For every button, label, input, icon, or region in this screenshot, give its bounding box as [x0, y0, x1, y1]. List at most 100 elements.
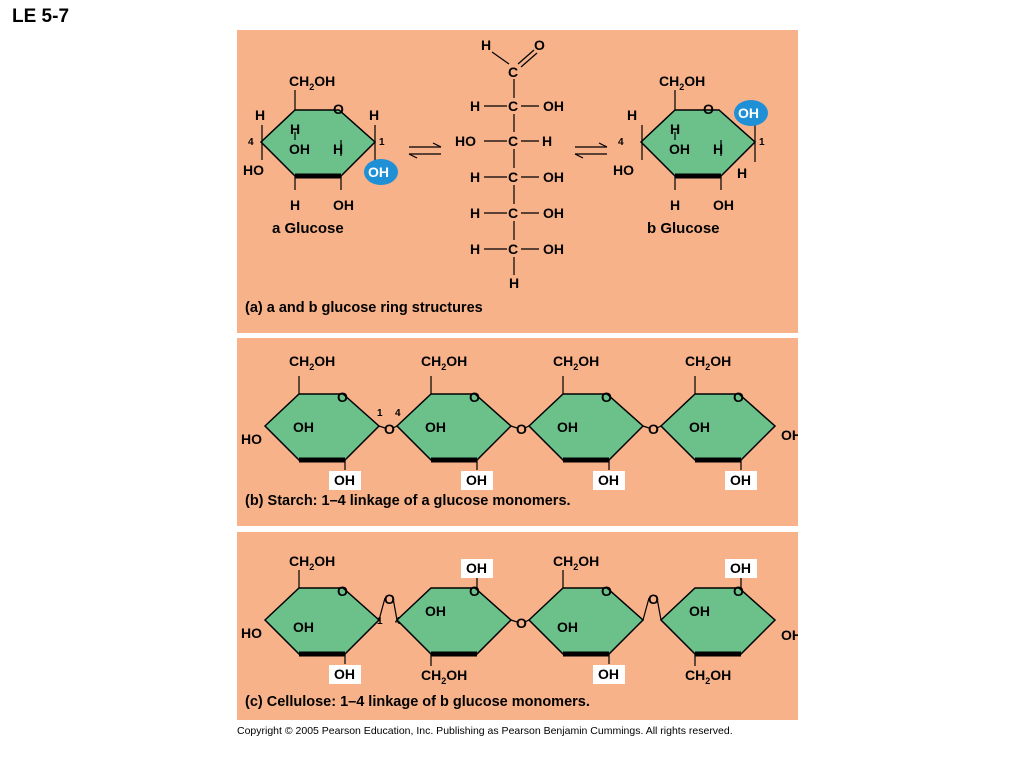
oh-label: OH — [689, 419, 710, 435]
ring-oxygen-label: O — [469, 389, 480, 405]
bridge-oxygen-label: O — [384, 421, 395, 437]
atom-label: C — [508, 169, 518, 185]
atom-label: OH — [333, 197, 354, 213]
oh-label: OH — [293, 419, 314, 435]
atom-label: O — [703, 101, 714, 117]
atom-label: HO — [455, 133, 476, 149]
oh-highlight-box — [593, 471, 625, 490]
oh-label: OH — [466, 472, 487, 488]
atom-label: OH — [684, 73, 705, 89]
atom-label: C — [508, 205, 518, 221]
ho-label: HO — [241, 625, 262, 641]
ch2oh-label: CH2OH — [685, 353, 731, 372]
oh-label: OH — [425, 603, 446, 619]
atom-label: OH — [543, 241, 564, 257]
atom-label: H — [290, 121, 300, 137]
ch2oh-label: CH2OH — [421, 667, 467, 686]
panel-a-caption: (a) a and b glucose ring structures — [245, 300, 483, 316]
panel-c-caption: (c) Cellulose: 1–4 linkage of b glucose … — [245, 694, 590, 710]
oh-highlight-box — [329, 665, 361, 684]
beta-anomeric-oh: OH — [738, 105, 759, 121]
glycosidic-linkage: O14 — [377, 591, 401, 627]
carbon-1-label: 1 — [377, 616, 383, 627]
alpha-glucose-name: a Glucose — [272, 220, 344, 237]
atom-label: 2 — [309, 82, 314, 92]
ch2oh-label: CH2OH — [553, 353, 599, 372]
atom-label: H — [333, 141, 343, 157]
oh-label: OH — [730, 472, 751, 488]
ch2oh-label: CH2OH — [553, 553, 599, 572]
atom-label: HO — [243, 162, 264, 178]
bridge-oxygen-label: O — [648, 421, 659, 437]
glycosidic-linkage: O1 4 — [377, 408, 401, 437]
atom-label: H — [290, 197, 300, 213]
panel-c-cellulose: OCH2OHOHOHHOO14OOHCH2OHOHOOCH2OHOHOHOOOH… — [237, 532, 798, 720]
oh-label: OH — [425, 419, 446, 435]
carbon-1-label: 1 — [379, 137, 385, 148]
linear-glucose-molecule: H O C H C OH HO C H H C OH H — [455, 37, 564, 291]
oh-highlight-box — [725, 559, 757, 578]
ring-oxygen-label: O — [733, 389, 744, 405]
atom-label: OH — [314, 73, 335, 89]
glucose-ring — [659, 587, 777, 655]
glycosidic-linkage: O — [510, 421, 530, 437]
glycosidic-linkage: O — [510, 615, 530, 631]
atom-label: H — [713, 141, 723, 157]
beta-oh-highlight — [734, 100, 768, 126]
glucose-monomer-2: O CH2OH OH OH — [395, 353, 513, 490]
beta-glucose-name: b Glucose — [647, 220, 720, 237]
bridge-oxygen-label: O — [648, 591, 659, 607]
oh-label: OH — [689, 603, 710, 619]
panel-b-caption: (b) Starch: 1–4 linkage of a glucose mon… — [245, 493, 571, 509]
atom-label: H — [470, 169, 480, 185]
atom-label: OH — [713, 197, 734, 213]
atom-label: H — [542, 133, 552, 149]
atom-label: C — [508, 133, 518, 149]
alpha-glucose-ring — [259, 109, 377, 177]
glucose-ring — [263, 587, 381, 655]
atom-label: OH — [543, 205, 564, 221]
oh-highlight-box — [329, 471, 361, 490]
panel-a-glucose-ring-structures: CH2OH O H H H OH H 4 1 HO H OH OH a Gluc… — [237, 30, 798, 333]
oh-highlight-box — [593, 665, 625, 684]
ch2oh-label: CH2OH — [289, 553, 335, 572]
atom-label: C — [508, 98, 518, 114]
ch2oh-label: CH2OH — [685, 667, 731, 686]
ring-oxygen-label: O — [601, 583, 612, 599]
atom-label: H — [627, 107, 637, 123]
ch2oh-label: CH2OH — [289, 73, 335, 92]
glucose-ring — [395, 393, 513, 461]
atom-label: H — [670, 197, 680, 213]
atom-label: OH — [543, 169, 564, 185]
atom-label: H — [509, 275, 519, 291]
ring-oxygen-label: O — [337, 583, 348, 599]
carbon-1-label: 1 — [377, 408, 383, 419]
oh-label: OH — [781, 627, 798, 643]
atom-label: 1 — [759, 137, 765, 148]
atom-label: C — [508, 64, 518, 80]
cellulose-chain-diagram: OCH2OHOHOHHOO14OOHCH2OHOHOOCH2OHOHOHOOOH… — [241, 553, 798, 686]
alpha-oh-highlight — [364, 159, 398, 185]
oh-label: OH — [334, 666, 355, 682]
ring-oxygen-label: O — [469, 583, 480, 599]
panel-a-diagram: CH2OH O H H H OH H 4 1 HO H OH OH a Gluc… — [243, 37, 768, 291]
equilibrium-arrow-left — [408, 142, 442, 159]
atom-label: OH — [289, 141, 310, 157]
carbon-4-label: 4 — [395, 408, 401, 419]
ho-label: HO — [241, 431, 262, 447]
oh-label: OH — [334, 472, 355, 488]
oh-label: OH — [598, 666, 619, 682]
atom-label: H — [481, 37, 491, 53]
bridge-oxygen-label: O — [516, 615, 527, 631]
ch2oh-label: CH2OH — [421, 353, 467, 372]
alpha-anomeric-oh: OH — [368, 164, 389, 180]
ring-oxygen-label: O — [337, 389, 348, 405]
slide-title: LE 5-7 — [12, 6, 70, 27]
glycosidic-linkage: O — [642, 421, 662, 437]
glucose-ring — [395, 587, 513, 655]
atom-label: H — [369, 107, 379, 123]
